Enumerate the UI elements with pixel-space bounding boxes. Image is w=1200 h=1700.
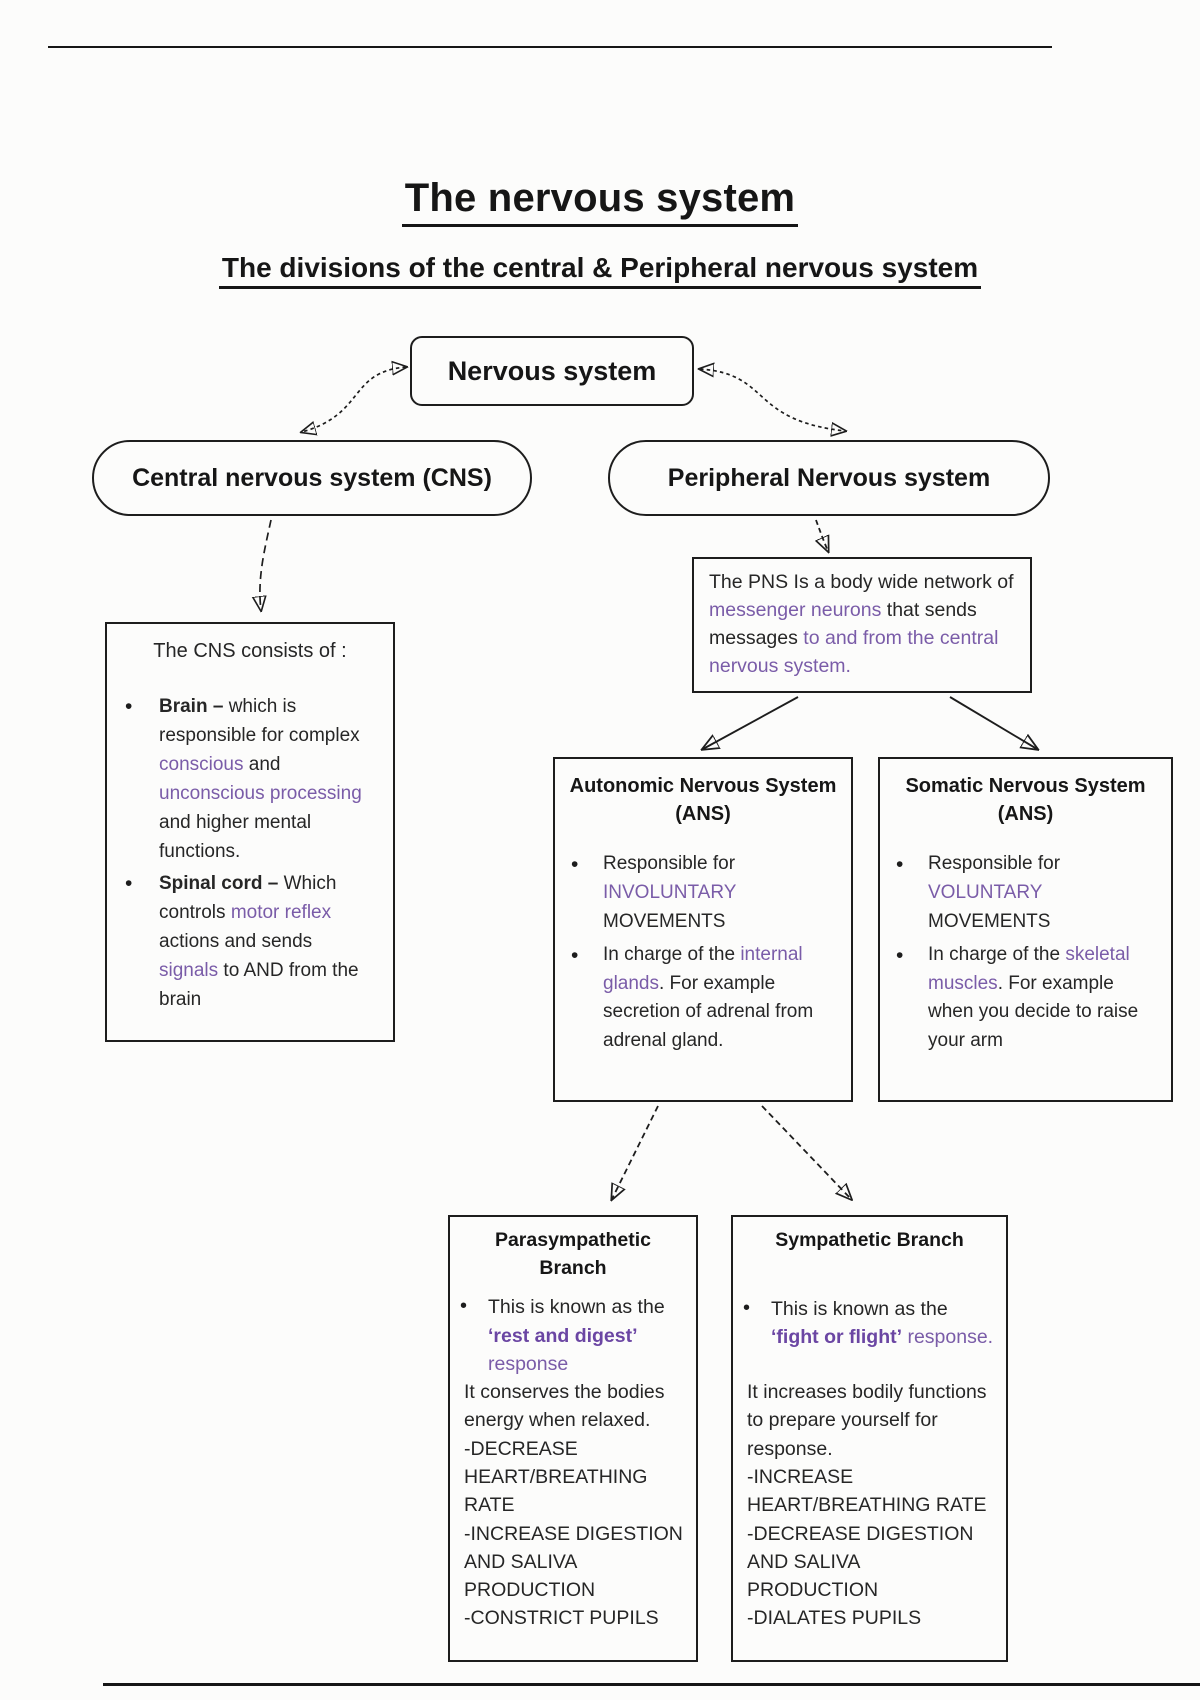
somatic-bullet-movements: Responsible for VOLUNTARY MOVEMENTS <box>880 849 1157 937</box>
sympathetic-body-4: -DIALATES PUPILS <box>747 1607 922 1630</box>
pns-detail-box: The PNS Is a body wide network of messen… <box>692 557 1032 693</box>
sympathetic-box: Sympathetic Branch This is known as the … <box>731 1215 1008 1662</box>
page-title: The nervous system <box>401 176 799 227</box>
top-margin-rule <box>48 46 1052 48</box>
parasympathetic-body-4: -CONSTRICT PUPILS <box>464 1607 659 1630</box>
sympathetic-list: This is known as the ‘fight or flight’ r… <box>733 1294 1006 1352</box>
subtitle-row: The divisions of the central & Periphera… <box>0 252 1200 289</box>
autonomic-title: Autonomic Nervous System (ANS) <box>569 775 837 825</box>
node-pns-label: Peripheral Nervous system <box>667 463 991 492</box>
cns-detail-heading: The CNS consists of : <box>153 640 347 662</box>
arrow-ns-to-cns <box>302 367 406 432</box>
page-subtitle: The divisions of the central & Periphera… <box>218 252 982 289</box>
arrow-autonomic-to-sympathetic <box>761 1105 851 1199</box>
somatic-box: Somatic Nervous System (ANS) Responsible… <box>878 757 1173 1102</box>
autonomic-bullet-movements: Responsible for INVOLUNTARY MOVEMENTS <box>555 849 837 937</box>
parasympathetic-list: This is known as the ‘rest and digest’ r… <box>450 1292 696 1378</box>
arrow-pns-to-detail <box>816 519 828 551</box>
parasympathetic-title: Parasympathetic Branch <box>494 1229 652 1279</box>
autonomic-bullet-glands: In charge of the internal glands. For ex… <box>555 940 837 1057</box>
arrow-autonomic-to-parasympathetic <box>612 1105 659 1199</box>
cns-detail-list: Brain – which is responsible for complex… <box>107 691 393 1015</box>
node-nervous-system-label: Nervous system <box>447 355 657 386</box>
node-nervous-system: Nervous system <box>410 336 694 406</box>
parasympathetic-bullet: This is known as the ‘rest and digest’ r… <box>450 1292 688 1378</box>
sympathetic-bullet: This is known as the ‘fight or flight’ r… <box>733 1294 998 1352</box>
cns-bullet-spinal-cord: Spinal cord – Which controls motor refle… <box>107 868 367 1014</box>
somatic-bullet-muscles: In charge of the skeletal muscles. For e… <box>880 940 1157 1057</box>
pns-detail-text: The PNS Is a body wide network of messen… <box>709 571 1014 678</box>
node-cns: Central nervous system (CNS) <box>92 440 532 516</box>
sympathetic-body-2: -INCREASE HEART/BREATHING RATE <box>747 1466 987 1517</box>
parasympathetic-box: Parasympathetic Branch This is known as … <box>448 1215 698 1662</box>
arrow-ns-to-pns <box>700 369 845 431</box>
parasympathetic-body-2: -DECREASE HEART/BREATHING RATE <box>464 1437 648 1517</box>
somatic-title: Somatic Nervous System (ANS) <box>905 775 1146 825</box>
arrow-pns-to-somatic <box>949 696 1037 749</box>
parasympathetic-body-1: It conserves the bodies energy when rela… <box>464 1381 665 1432</box>
bottom-margin-rule <box>103 1683 1200 1686</box>
sympathetic-body-3: -DECREASE DIGESTION AND SALIVA PRODUCTIO… <box>747 1522 974 1602</box>
node-pns: Peripheral Nervous system <box>608 440 1050 516</box>
cns-bullet-brain: Brain – which is responsible for complex… <box>107 691 367 866</box>
autonomic-list: Responsible for INVOLUNTARY MOVEMENTS In… <box>555 849 851 1057</box>
title-row: The nervous system <box>0 176 1200 227</box>
sympathetic-title: Sympathetic Branch <box>775 1229 964 1251</box>
node-cns-label: Central nervous system (CNS) <box>132 463 492 492</box>
cns-detail-box: The CNS consists of : Brain – which is r… <box>105 622 395 1042</box>
sympathetic-body-1: It increases bodily functions to prepare… <box>747 1381 987 1460</box>
somatic-list: Responsible for VOLUNTARY MOVEMENTS In c… <box>880 849 1171 1057</box>
autonomic-box: Autonomic Nervous System (ANS) Responsib… <box>553 757 853 1102</box>
arrow-cns-to-detail <box>260 519 272 610</box>
arrow-pns-to-autonomic <box>703 696 799 749</box>
parasympathetic-body-3: -INCREASE DIGESTION AND SALIVA PRODUCTIO… <box>464 1522 683 1602</box>
